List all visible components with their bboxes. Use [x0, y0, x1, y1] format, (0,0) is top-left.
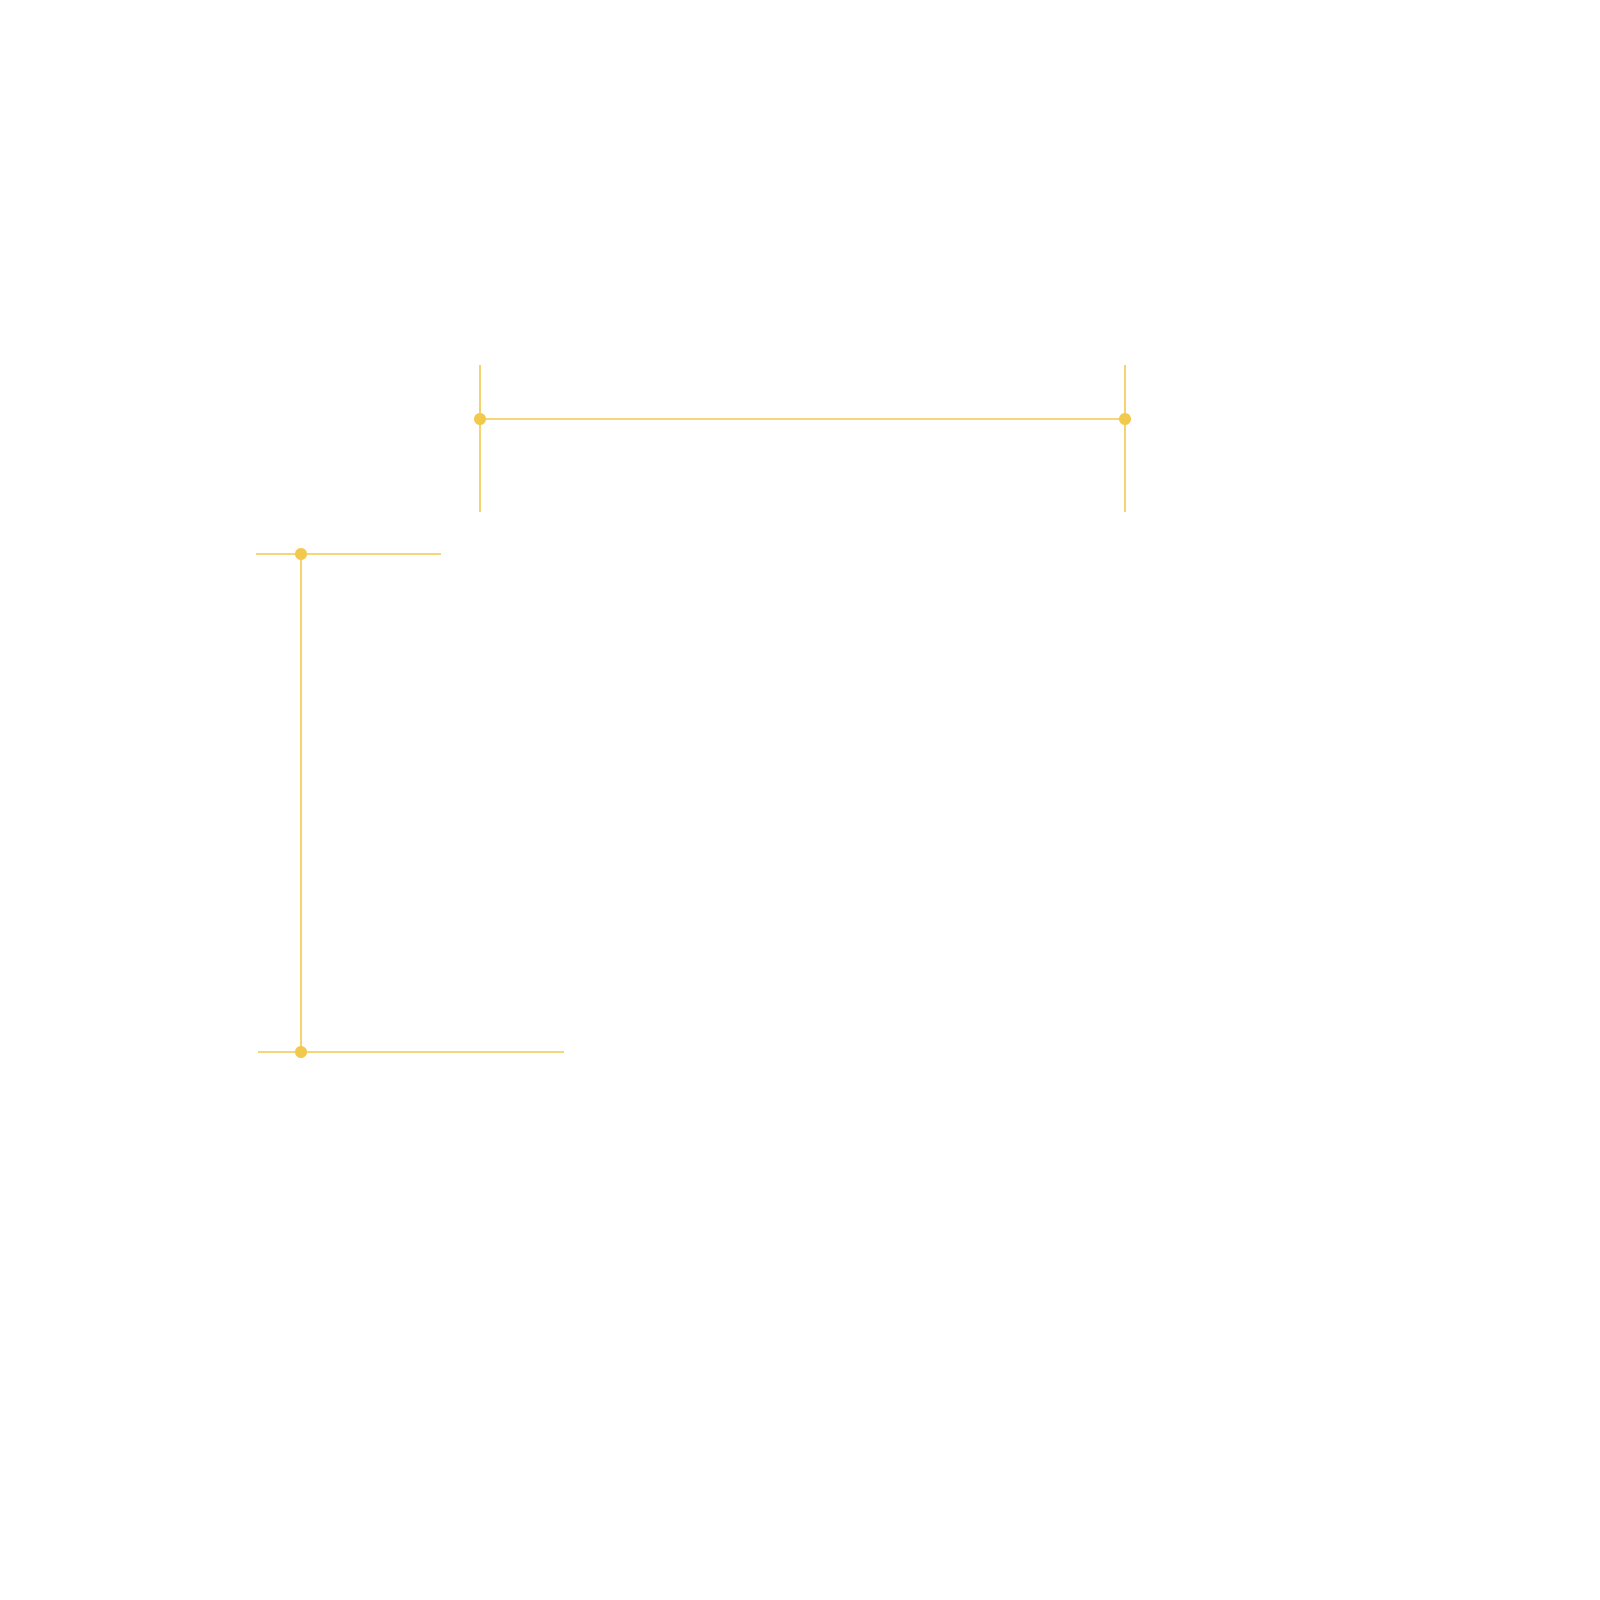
top-endpoint-dot — [295, 548, 307, 560]
horizontal-dimension-line — [474, 365, 1131, 512]
right-endpoint-dot — [1119, 413, 1131, 425]
left-endpoint-dot — [474, 413, 486, 425]
bottom-endpoint-dot — [295, 1046, 307, 1058]
vertical-dimension-line — [256, 548, 564, 1058]
